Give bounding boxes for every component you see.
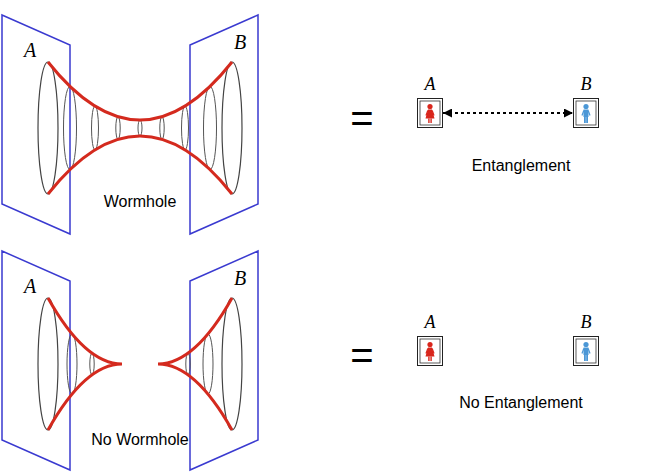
- plane-label: A: [24, 39, 36, 61]
- person-arm: [582, 111, 584, 116]
- brane-plane: [190, 251, 258, 470]
- person-head: [583, 104, 588, 109]
- person-leg: [430, 119, 431, 124]
- person-dress: [426, 110, 435, 119]
- equals-sign: =: [350, 96, 373, 140]
- inner-frame: [576, 101, 596, 125]
- throat-ring: [92, 106, 99, 150]
- picture-frame: [573, 98, 599, 128]
- person-icon: [418, 99, 442, 127]
- throat-ring: [90, 353, 94, 375]
- caption-text: Entanglement: [472, 157, 571, 175]
- throat-ring: [64, 86, 77, 169]
- wormhole-bottom: [2, 251, 258, 470]
- throat-ring: [160, 117, 164, 140]
- person-leg: [428, 357, 429, 362]
- person-torso: [584, 348, 589, 356]
- person-torso: [584, 110, 589, 118]
- picture-frame: [573, 336, 599, 366]
- wormhole-curve: [48, 62, 232, 120]
- person-icon: [418, 337, 442, 365]
- inner-frame: [576, 339, 596, 363]
- throat-ring: [67, 334, 77, 394]
- person-box: B: [573, 313, 599, 366]
- throat-ring: [222, 62, 242, 194]
- wormhole-curve: [48, 136, 232, 194]
- person-icon: [574, 99, 598, 127]
- person-leg: [584, 355, 586, 361]
- person-icon: [574, 337, 598, 365]
- person-head: [583, 342, 588, 347]
- caption-text: Wormhole: [104, 193, 177, 211]
- throat-ring: [116, 117, 120, 140]
- caption-text: No Wormhole: [91, 431, 189, 449]
- equals-sign: =: [350, 333, 373, 377]
- person-arm: [432, 111, 434, 116]
- box-heading: B: [581, 75, 592, 93]
- plane-label: B: [234, 267, 246, 289]
- person-box: B: [573, 75, 599, 128]
- wormhole-top: [2, 15, 258, 234]
- funnel-curve: [48, 298, 122, 430]
- person-leg: [584, 117, 586, 123]
- person-arm: [582, 349, 584, 354]
- person-arm: [432, 349, 434, 354]
- plane-label: B: [234, 31, 246, 53]
- throat-ring: [204, 86, 217, 169]
- picture-frame: [417, 336, 443, 366]
- person-dress: [426, 348, 435, 357]
- picture-frame: [417, 98, 443, 128]
- throat-ring: [182, 106, 189, 150]
- throat-ring: [138, 120, 142, 136]
- person-leg: [430, 357, 431, 362]
- person-arm: [588, 349, 590, 354]
- box-heading: A: [425, 75, 436, 93]
- inner-frame: [420, 339, 440, 363]
- funnel-curve: [158, 298, 232, 430]
- person-box: A: [417, 75, 443, 128]
- person-leg: [586, 355, 588, 361]
- person-head: [427, 342, 432, 347]
- brane-plane: [2, 251, 70, 470]
- person-arm: [426, 111, 428, 116]
- brane-plane: [190, 15, 258, 234]
- person-leg: [586, 117, 588, 123]
- person-head: [427, 104, 432, 109]
- inner-frame: [420, 101, 440, 125]
- box-heading: A: [425, 313, 436, 331]
- person-leg: [428, 119, 429, 124]
- throat-ring: [186, 353, 190, 375]
- throat-ring: [222, 298, 242, 430]
- plane-label: A: [24, 275, 36, 297]
- person-box: A: [417, 313, 443, 366]
- caption-text: No Entanglement: [459, 394, 583, 412]
- throat-ring: [203, 334, 213, 394]
- person-arm: [426, 349, 428, 354]
- throat-ring: [38, 62, 58, 194]
- brane-plane: [2, 15, 70, 234]
- box-heading: B: [581, 313, 592, 331]
- throat-ring: [38, 298, 58, 430]
- entanglement-arrow: [443, 112, 573, 114]
- person-arm: [588, 111, 590, 116]
